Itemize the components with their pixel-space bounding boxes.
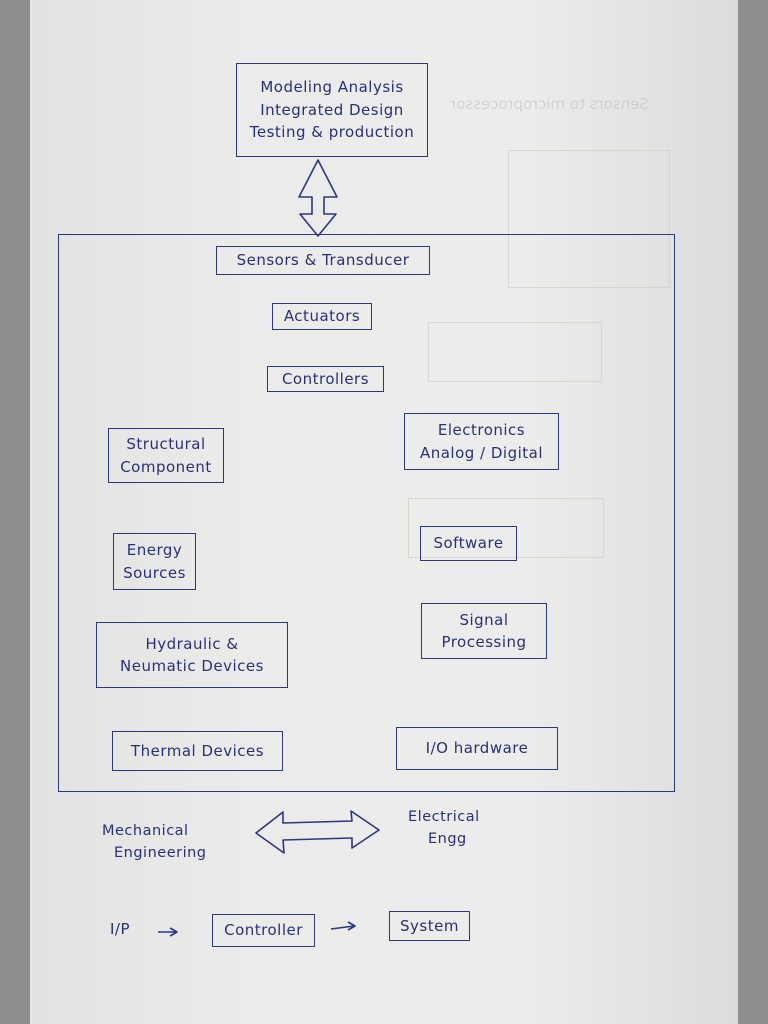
controller-box: Controller	[212, 914, 315, 947]
sensors-transducer-label: Sensors & Transducer	[236, 251, 410, 270]
hydraulic-pneumatic-box: Hydraulic & Neumatic Devices	[96, 622, 288, 688]
input-label: I/P	[110, 920, 131, 938]
signal-processing-box: Signal Processing	[421, 603, 547, 659]
hydraulic-line-2: Neumatic Devices	[120, 657, 264, 675]
actuators-label: Actuators	[283, 307, 361, 326]
hydraulic-line-1: Hydraulic &	[145, 634, 239, 653]
design-process-line-3: Testing & production	[249, 123, 415, 142]
controller-to-system-arrow	[330, 921, 356, 931]
bleed-through-box	[408, 498, 604, 558]
io-hardware-label: I/O hardware	[425, 739, 529, 758]
structural-line-2: Component	[120, 457, 212, 476]
electronics-box: Electronics Analog / Digital	[404, 413, 559, 470]
controllers-label: Controllers	[281, 369, 370, 388]
input-arrow	[158, 927, 178, 937]
thermal-devices-box: Thermal Devices	[112, 731, 283, 771]
bleed-through-box	[428, 322, 602, 382]
software-label: Software	[433, 534, 504, 553]
energy-line-1: Energy	[126, 541, 183, 559]
electrical-line-2: Engg	[428, 831, 467, 848]
io-hardware-box: I/O hardware	[396, 727, 558, 770]
mechatronics-system-frame	[58, 234, 675, 792]
horizontal-double-arrow	[255, 810, 380, 854]
energy-line-2: Sources	[123, 563, 186, 582]
mechanical-line-2: Engineering	[114, 845, 207, 862]
design-process-line-1: Modeling Analysis	[260, 78, 404, 97]
system-label: System	[400, 916, 459, 935]
notebook-page: Sensors to microprocessor	[30, 0, 738, 1024]
energy-sources-box: Energy Sources	[113, 533, 196, 590]
sensors-transducer-box: Sensors & Transducer	[216, 246, 430, 275]
electronics-line-2: Analog / Digital	[419, 443, 544, 462]
design-process-box: Modeling Analysis Integrated Design Test…	[236, 63, 428, 157]
vertical-double-arrow	[298, 159, 338, 237]
actuators-box: Actuators	[272, 303, 372, 330]
electronics-line-1: Electronics	[437, 421, 526, 439]
signal-line-2: Processing	[441, 633, 527, 651]
controller-label: Controller	[224, 921, 303, 940]
signal-line-1: Signal	[459, 610, 509, 629]
mechanical-engineering-label: Mechanical Engineering	[102, 820, 207, 865]
bleed-through-box	[508, 150, 670, 288]
thermal-devices-label: Thermal Devices	[130, 741, 265, 760]
electrical-line-1: Electrical	[408, 809, 480, 825]
system-box: System	[389, 911, 470, 941]
structural-component-box: Structural Component	[108, 428, 224, 483]
design-process-line-2: Integrated Design	[260, 100, 404, 119]
controllers-box: Controllers	[267, 366, 384, 392]
structural-line-1: Structural	[126, 435, 206, 453]
electrical-engineering-label: Electrical Engg	[408, 806, 480, 851]
mechanical-line-1: Mechanical	[102, 823, 189, 839]
software-box: Software	[420, 526, 517, 561]
